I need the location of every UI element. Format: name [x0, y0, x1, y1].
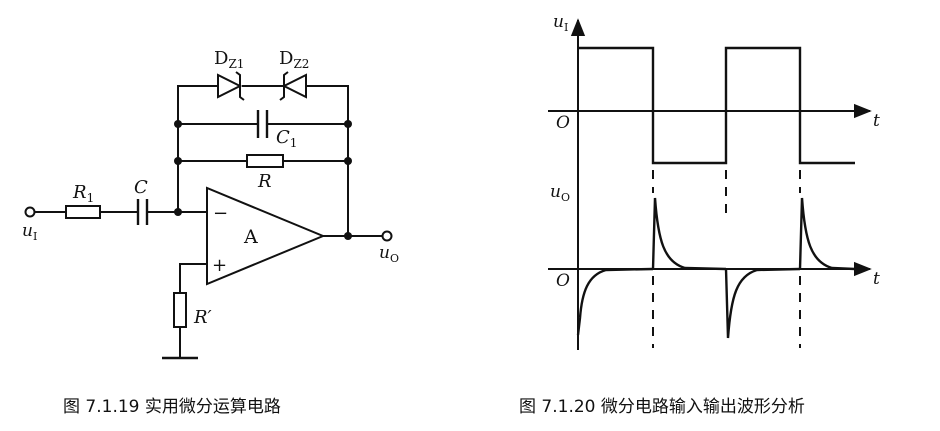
label-uo-axis: uO	[550, 182, 570, 204]
ui-square-wave	[578, 46, 855, 165]
uo-spike-negative	[724, 267, 801, 339]
label-ui-input: uI	[22, 221, 37, 243]
label-r-prime: R′	[193, 307, 212, 328]
capacitor-c1	[178, 110, 348, 138]
resistor-r-prime	[173, 263, 207, 358]
label-t-bottom: t	[873, 269, 880, 289]
label-t-top: t	[873, 111, 880, 131]
uo-spike-positive	[798, 197, 856, 271]
op-amp-a	[206, 186, 393, 286]
label-origin-top: O	[556, 113, 570, 133]
waveform-diagram: uI O t uO O t 图 7.1.20 微分电路输入输出波形分析	[519, 12, 880, 417]
junction-dot	[344, 120, 352, 128]
label-dz1: DZ1	[214, 48, 244, 71]
label-origin-bottom: O	[556, 271, 570, 291]
zener-branch-wire	[177, 85, 349, 236]
junction-dot	[174, 157, 182, 165]
zener-diode-dz1	[212, 71, 245, 101]
label-r1: R1	[72, 182, 94, 205]
caption-left: 图 7.1.19 实用微分运算电路	[63, 397, 281, 417]
label-c: C	[134, 177, 148, 198]
label-ui-axis: uI	[553, 12, 568, 34]
uo-spike-positive	[651, 197, 727, 271]
circuit-diagram: DZ1 DZ2 C1 R	[22, 48, 399, 417]
resistor-r1	[65, 205, 101, 219]
op-amp-minus-sign: −	[213, 203, 228, 224]
label-uo-output: uO	[379, 243, 399, 265]
junction-dot	[344, 157, 352, 165]
label-dz2: DZ2	[279, 48, 309, 71]
uo-spike-negative	[576, 267, 654, 336]
label-r: R	[257, 171, 272, 192]
label-c1: C1	[276, 127, 297, 150]
op-amp-plus-sign: +	[212, 255, 227, 276]
input-path	[24, 199, 207, 225]
op-amp-label: A	[243, 226, 258, 248]
caption-right: 图 7.1.20 微分电路输入输出波形分析	[519, 397, 805, 417]
zener-diode-dz2	[279, 71, 312, 101]
resistor-r	[178, 154, 348, 168]
junction-dot	[174, 120, 182, 128]
